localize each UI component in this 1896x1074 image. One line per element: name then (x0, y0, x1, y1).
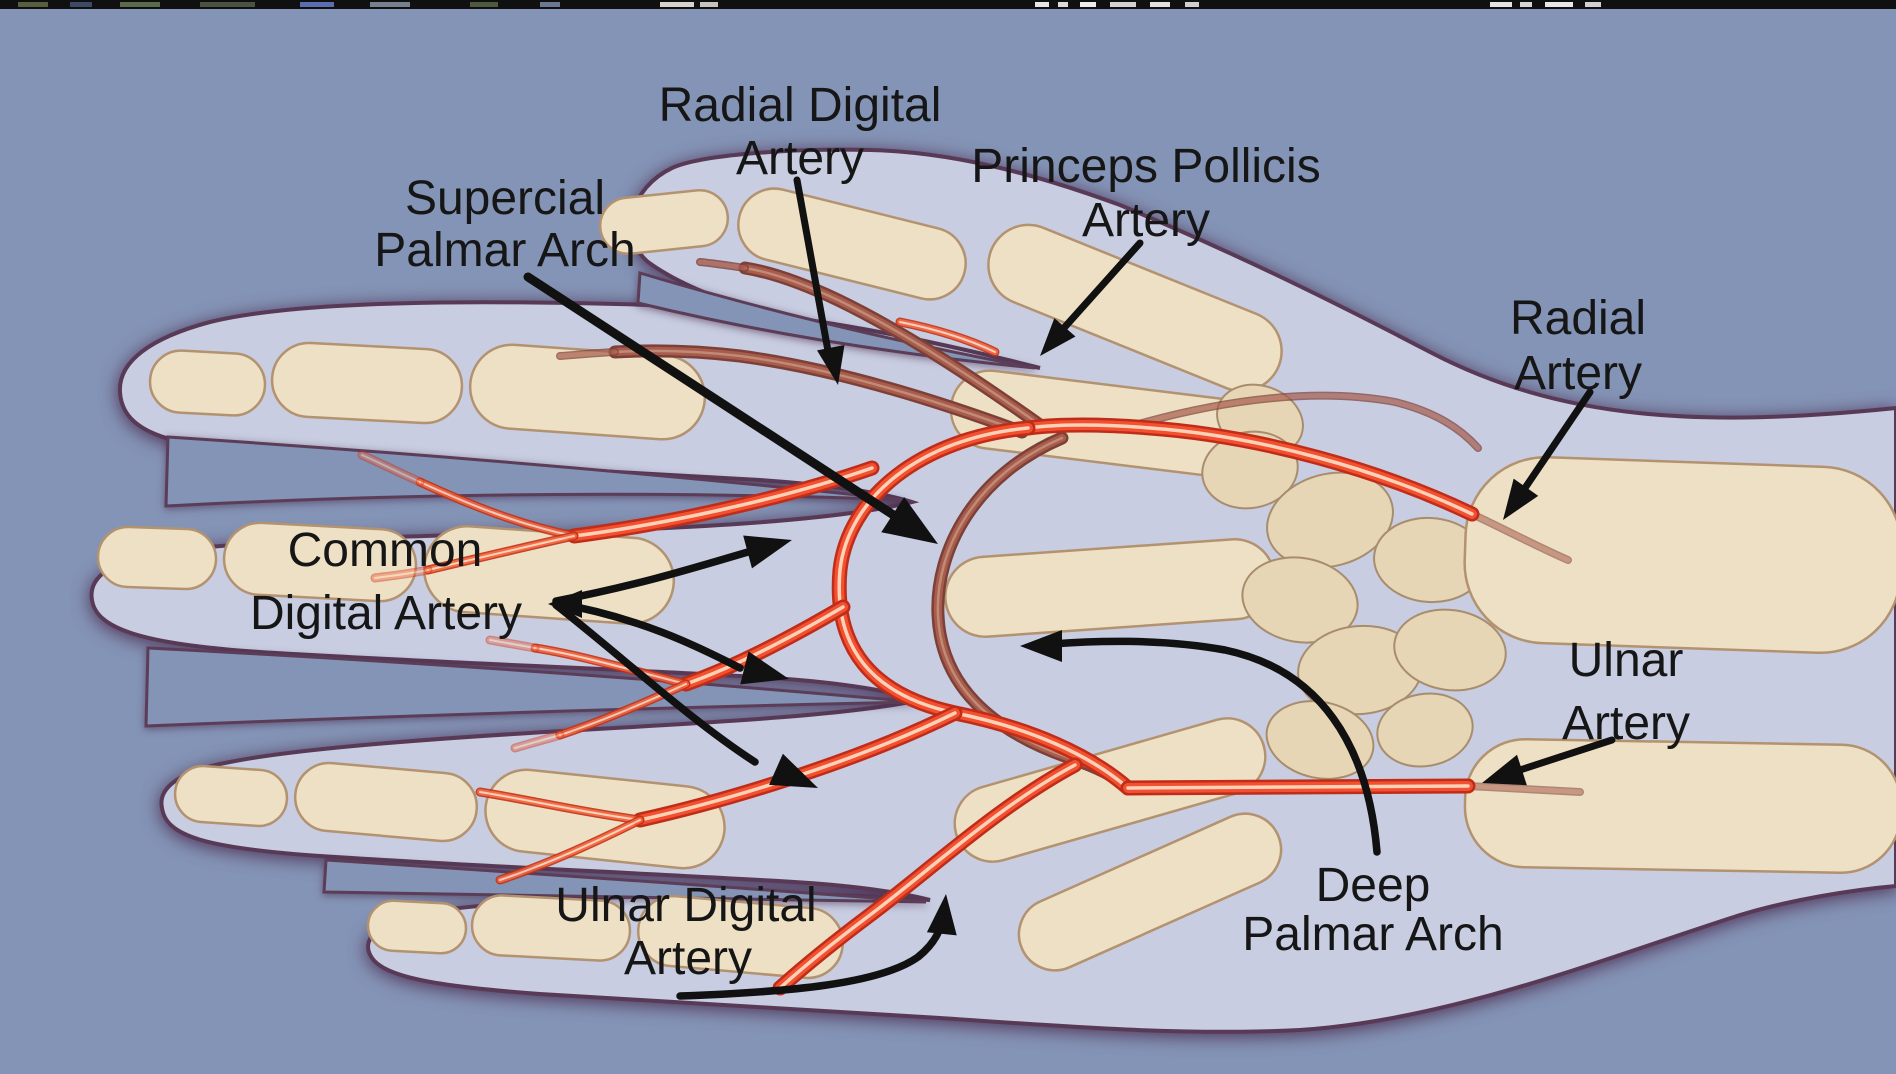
arrow-superficial-palmar-arch (523, 272, 938, 544)
radial-digital-vessel (608, 344, 1029, 439)
label-ulnar-artery: Ulnar Artery (1562, 634, 1690, 750)
svg-text:Ulnar: Ulnar (1569, 634, 1684, 687)
svg-text:Artery: Artery (1514, 347, 1642, 400)
svg-text:Artery: Artery (1082, 194, 1210, 247)
bright-vessels (357, 317, 1480, 996)
thumb-web-vessel (895, 317, 1000, 357)
radial-digital-vessel-tip (556, 348, 619, 360)
arrow-ulnar-digital-artery (676, 894, 957, 1000)
princeps-pollicis-vessel (738, 261, 1047, 432)
common-digital-2-twig-b (555, 679, 691, 740)
svg-text:Deep: Deep (1316, 859, 1431, 912)
ulnar-digital-vessel (772, 757, 1083, 996)
svg-text:Radial: Radial (1510, 292, 1646, 345)
common-digital-3-twig-a (475, 787, 645, 825)
label-common-digital-artery: Common Digital Artery (250, 524, 522, 640)
common-digital-1-twig-b-fade (370, 565, 433, 583)
label-princeps-pollicis-artery: Princeps Pollicis Artery (971, 140, 1320, 247)
top-edge-strip (0, 0, 1896, 9)
radial-artery-vessel (1020, 417, 1480, 522)
arrow-princeps-pollicis-artery (1040, 239, 1144, 356)
svg-text:Princeps Pollicis: Princeps Pollicis (971, 140, 1320, 193)
arrow-deep-palmar-arch (1020, 630, 1381, 856)
svg-text:Palmar Arch: Palmar Arch (1242, 908, 1503, 961)
svg-text:Radial Digital: Radial Digital (659, 79, 942, 132)
common-digital-2-twig-a (530, 643, 691, 689)
superficial-palmar-arch-vessel (831, 420, 1136, 796)
common-digital-1-twig-b (423, 531, 579, 575)
princeps-pollicis-vessel-tip (696, 258, 749, 272)
ulnar-artery-fade (1464, 782, 1584, 796)
svg-text:Artery: Artery (624, 932, 752, 985)
arrow-ulnar-artery (1482, 736, 1616, 786)
svg-text:Common: Common (288, 524, 483, 577)
common-digital-3-twig-b (495, 815, 645, 885)
common-digital-1-twig-a (415, 477, 579, 541)
bones (96, 187, 1896, 980)
svg-text:Artery: Artery (736, 132, 864, 185)
label-radial-digital-artery: Radial Digital Artery (659, 79, 942, 185)
label-superficial-palmar-arch: Supercial Palmar Arch (374, 172, 635, 277)
arrows (523, 176, 1616, 1000)
labels: Supercial Palmar Arch Radial Digital Art… (250, 79, 1690, 985)
common-digital-2-twig-a-fade (485, 635, 540, 653)
common-digital-2-twig-b-fade (510, 730, 565, 753)
radial-artery-fade (1468, 510, 1572, 564)
label-ulnar-digital-artery: Ulnar Digital Artery (555, 879, 816, 985)
common-digital-1-twig-a-fade (357, 450, 425, 487)
arrow-radial-digital-artery (793, 176, 845, 385)
svg-text:Ulnar Digital: Ulnar Digital (555, 879, 816, 932)
dorsal-carpal-vessel (1131, 391, 1482, 452)
svg-text:Supercial: Supercial (405, 172, 605, 225)
arrow-radial-artery (1503, 388, 1594, 520)
ulnar-artery-vessel (1120, 778, 1476, 796)
svg-text:Artery: Artery (1562, 697, 1690, 750)
svg-text:Digital Artery: Digital Artery (250, 587, 522, 640)
arrow-common-digital-artery (548, 535, 818, 788)
label-deep-palmar-arch: Deep Palmar Arch (1242, 859, 1503, 961)
label-radial-artery: Radial Artery (1510, 292, 1646, 400)
svg-text:Palmar Arch: Palmar Arch (374, 224, 635, 277)
